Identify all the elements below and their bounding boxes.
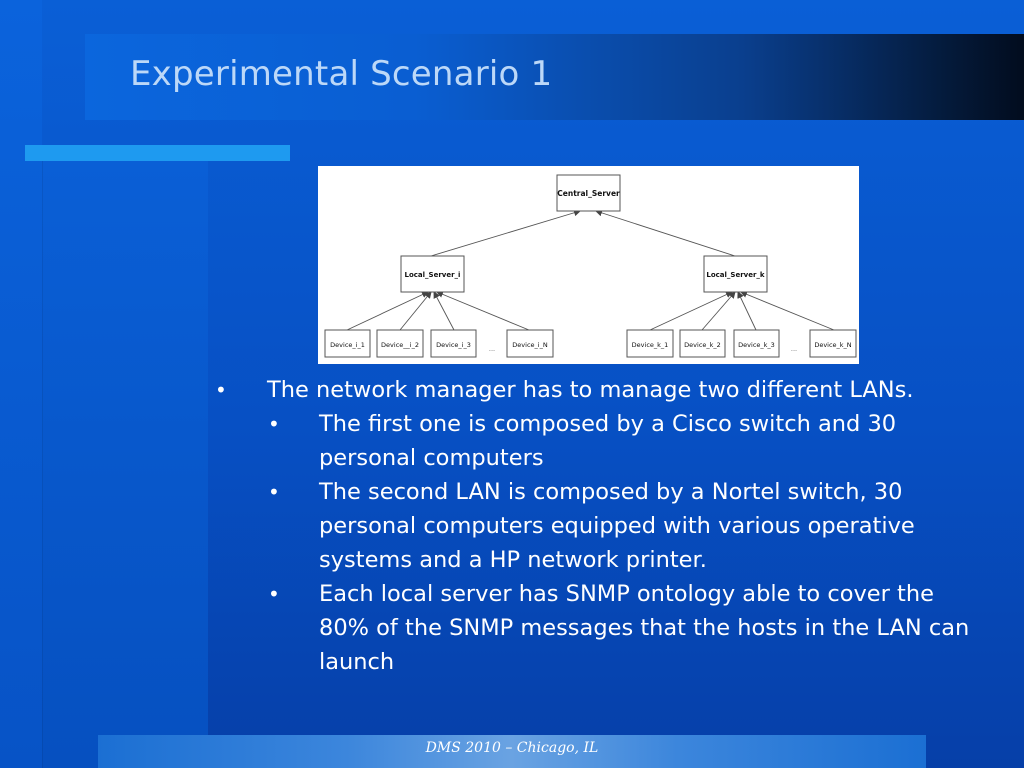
device-ellipsis-i: ...: [489, 345, 495, 353]
bullet-icon: •: [268, 582, 280, 606]
diagram-svg: Central_Server Local_Server_i Local_Serv…: [324, 174, 857, 358]
node-label: Central_Server: [557, 189, 620, 198]
node-device-k-1: Device_k_1: [626, 329, 674, 358]
edge-server-i-to-root: [430, 209, 581, 257]
bullet-list: • The network manager has to manage two …: [210, 373, 990, 679]
bullet-icon: •: [215, 378, 227, 402]
bullet-text: The first one is composed by a Cisco swi…: [319, 411, 897, 471]
device-ellipsis-k: ...: [791, 345, 797, 353]
accent-bar: [25, 145, 290, 161]
bullet-item: • The network manager has to manage two …: [210, 373, 990, 407]
node-local-server-k: Local_Server_k: [703, 255, 768, 293]
node-label: Device_k_3: [738, 341, 775, 349]
edge-device-k-2: [701, 291, 736, 331]
node-label: Device_k_1: [632, 341, 669, 349]
node-label: Device_i_1: [330, 341, 365, 349]
inner-panel: [42, 160, 208, 768]
bullet-text: The network manager has to manage two di…: [267, 377, 914, 403]
node-device-i-2: Device__i_2: [376, 329, 424, 358]
node-label: Device_k_2: [684, 341, 721, 349]
node-label: Device_i_N: [512, 341, 548, 349]
node-device-k-2: Device_k_2: [679, 329, 726, 358]
bullet-text: The second LAN is composed by a Nortel s…: [319, 479, 915, 573]
title-band: [85, 34, 1024, 120]
node-device-i-n: Device_i_N: [506, 329, 554, 358]
edge-device-k-3: [737, 291, 757, 331]
page-title: Experimental Scenario 1: [130, 54, 553, 94]
node-label: Device_i_3: [436, 341, 471, 349]
node-device-k-n: Device_k_N: [809, 329, 857, 358]
node-label: Local_Server_k: [706, 271, 765, 279]
node-device-i-3: Device_i_3: [430, 329, 477, 358]
bullet-icon: •: [268, 480, 280, 504]
node-label: Device_k_N: [814, 341, 851, 349]
bullet-icon: •: [268, 412, 280, 436]
node-device-i-1: Device_i_1: [324, 329, 371, 358]
footer-text: DMS 2010 – Chicago, IL: [425, 740, 599, 756]
node-local-server-i: Local_Server_i: [400, 255, 465, 293]
left-panel: [0, 0, 42, 768]
node-central-server: Central_Server: [556, 174, 621, 212]
edge-server-k-to-root: [595, 209, 736, 257]
node-label: Local_Server_i: [405, 271, 461, 279]
bullet-item: • The first one is composed by a Cisco s…: [210, 407, 990, 475]
node-label: Device__i_2: [381, 341, 419, 349]
edge-device-k-1: [649, 291, 733, 331]
edge-device-i-1: [346, 291, 429, 331]
edge-device-k-n: [740, 291, 835, 331]
edge-device-i-n: [436, 291, 530, 331]
bullet-item: • The second LAN is composed by a Nortel…: [210, 475, 990, 577]
edge-device-i-3: [433, 291, 455, 331]
network-diagram: Central_Server Local_Server_i Local_Serv…: [318, 166, 859, 364]
footer-band: DMS 2010 – Chicago, IL: [98, 735, 926, 768]
edge-device-i-2: [399, 291, 432, 331]
node-device-k-3: Device_k_3: [733, 329, 780, 358]
bullet-text: Each local server has SNMP ontology able…: [319, 581, 970, 675]
bullet-item: • Each local server has SNMP ontology ab…: [210, 577, 990, 679]
